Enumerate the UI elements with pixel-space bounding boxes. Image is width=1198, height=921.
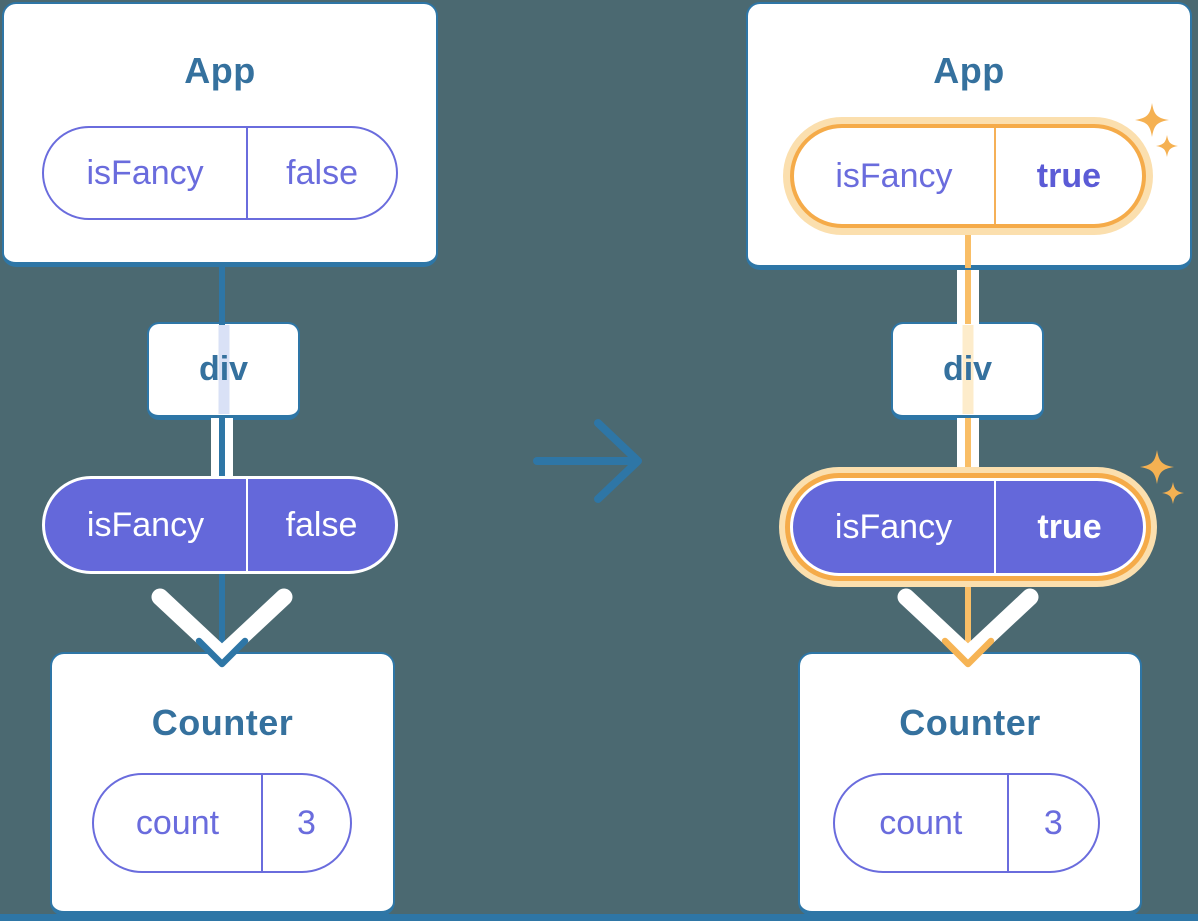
prop-key: isFancy — [45, 479, 248, 571]
sparkle-icon — [1140, 450, 1174, 484]
prop-key: isFancy — [44, 128, 249, 218]
right-edge-pill-to-counter — [965, 574, 971, 656]
prop-value: true — [1036, 156, 1102, 195]
left-down-arrow-icon — [151, 588, 293, 664]
left-edge-app-to-div — [219, 265, 225, 325]
sparkle-icon — [1162, 482, 1184, 504]
prop-value: false — [286, 153, 358, 192]
right-div-label: div — [942, 350, 993, 388]
right-app-title: App — [933, 50, 1005, 91]
left-passed-prop-pill: isFancy false — [42, 476, 398, 574]
left-app-title: App — [184, 50, 256, 91]
state-key: count — [94, 775, 263, 871]
right-arrow-icon — [533, 419, 642, 503]
right-app-prop-pill: isFancy true — [790, 124, 1146, 228]
right-flow-line-in-app — [965, 228, 971, 268]
left-counter-state-pill: count 3 — [92, 773, 352, 873]
state-value: 3 — [1043, 803, 1063, 842]
right-edge-app-to-div — [965, 270, 971, 324]
right-down-arrow-icon — [897, 588, 1039, 664]
right-down-arrowhead-icon — [941, 637, 995, 668]
right-div-flow-stripe — [962, 325, 973, 414]
state-value: 3 — [297, 803, 316, 842]
right-counter-state-pill: count 3 — [833, 773, 1100, 873]
right-passed-prop-pill: isFancy true — [790, 478, 1146, 576]
sparkle-icon — [1135, 103, 1169, 137]
right-div-node: div — [891, 322, 1044, 420]
left-edge-div-to-pill — [219, 418, 225, 480]
right-edge-div-to-pill — [965, 418, 971, 482]
right-counter-title: Counter — [899, 702, 1041, 743]
left-div-node: div — [147, 322, 300, 420]
sparkle-icon — [1156, 135, 1178, 157]
state-key: count — [835, 775, 1009, 871]
left-div-label: div — [198, 350, 249, 388]
prop-key: isFancy — [793, 481, 996, 573]
prop-value: false — [285, 505, 358, 544]
left-down-arrowhead-icon — [195, 637, 249, 668]
prop-value: true — [1037, 507, 1102, 546]
left-edge-pill-to-counter — [219, 572, 225, 656]
left-counter-title: Counter — [151, 702, 294, 743]
left-div-flow-stripe — [218, 325, 229, 414]
prop-key: isFancy — [794, 128, 996, 224]
ground-line — [0, 914, 1198, 921]
left-app-prop-pill: isFancy false — [42, 126, 398, 220]
